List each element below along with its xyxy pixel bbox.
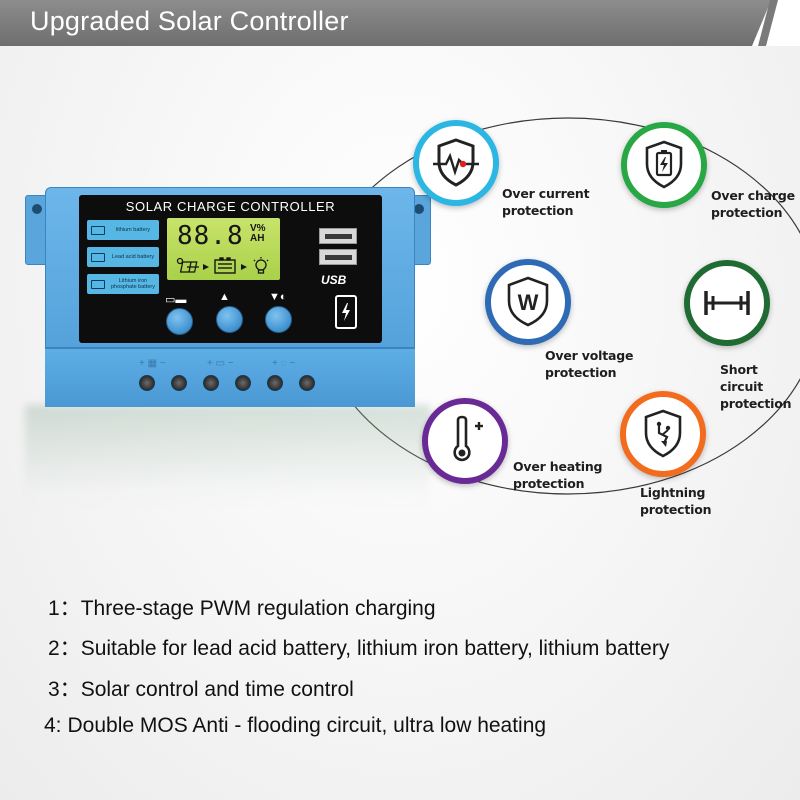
battery-type-label: Lead acid battery xyxy=(111,254,155,260)
terminal-screw xyxy=(235,375,251,391)
thermometer-plus-icon xyxy=(453,415,483,462)
menu-symbol-icon: ▭▬ xyxy=(165,294,187,306)
feature-number: 3： xyxy=(48,678,81,701)
arrow-icon xyxy=(241,264,247,270)
terminal-screw xyxy=(139,375,155,391)
battery-type-label: lithium battery xyxy=(115,227,151,233)
battery-type-label: Lithium iron phosphate battery xyxy=(110,278,156,290)
page-title: Upgraded Solar Controller xyxy=(30,6,349,36)
feature-text: Three-stage PWM regulation charging xyxy=(80,597,436,620)
feature-item: 3：Solar control and time control xyxy=(48,673,354,703)
over-heating-label: Over heating protection xyxy=(513,459,603,491)
feature-text: Double MOS Anti - flooding circuit, ultr… xyxy=(67,714,547,737)
feature-number: 1： xyxy=(48,597,81,620)
lightning-badge xyxy=(620,391,706,477)
battery-type-lithium: lithium battery xyxy=(87,220,159,240)
solar-controller-image: SOLAR CHARGE CONTROLLER lithium battery … xyxy=(25,187,431,515)
feature-item: 1：Three-stage PWM regulation charging xyxy=(48,592,436,622)
title-banner: Upgraded Solar Controller xyxy=(0,0,800,46)
bulb-icon xyxy=(253,257,269,274)
w-shield-icon: W xyxy=(507,276,549,327)
lcd-unit-bottom: AH xyxy=(250,233,265,244)
over-voltage-badge: W xyxy=(485,259,571,345)
battery-icon xyxy=(91,279,105,289)
over-charge-badge xyxy=(621,122,707,208)
battery-icon xyxy=(91,252,105,262)
arrow-icon xyxy=(203,264,209,270)
feature-number: 2： xyxy=(48,637,81,660)
feature-item: 4:Double MOS Anti - flooding circuit, ul… xyxy=(44,714,546,738)
battery-shield-icon xyxy=(645,140,683,189)
terminal-block xyxy=(45,347,415,407)
solar-terminal-mark: + ▦ − xyxy=(139,358,166,369)
menu-button[interactable] xyxy=(166,308,193,335)
svg-text:W: W xyxy=(518,290,539,315)
over-charge-label: Over charge protection xyxy=(711,188,795,220)
load-terminal-mark: + ◌ − xyxy=(272,358,296,369)
down-button[interactable] xyxy=(265,306,292,333)
phone-charging-icon xyxy=(335,295,357,329)
feature-text: Solar control and time control xyxy=(80,678,354,701)
lcd-unit-top: V% xyxy=(250,223,266,234)
usb-port-bottom xyxy=(319,249,357,265)
up-button[interactable] xyxy=(216,306,243,333)
feature-item: 2：Suitable for lead acid battery, lithiu… xyxy=(48,632,669,662)
terminal-screw xyxy=(267,375,283,391)
battery-icon xyxy=(91,225,105,235)
battery-icon xyxy=(214,257,236,274)
faceplate-title: SOLAR CHARGE CONTROLLER xyxy=(125,199,336,214)
pulse-shield-icon xyxy=(433,138,479,187)
solar-panel-icon xyxy=(176,257,199,273)
terminal-screw xyxy=(171,375,187,391)
short-circuit-label: Short circuit protection xyxy=(720,362,792,411)
short-circuit-badge xyxy=(684,260,770,346)
lcd-display: 88.8 V% AH xyxy=(167,218,280,280)
terminal-screw xyxy=(203,375,219,391)
terminal-screw xyxy=(299,375,315,391)
over-heating-badge xyxy=(422,398,508,484)
battery-terminal-mark: + ▭ − xyxy=(207,358,234,369)
up-symbol-icon: ▲ xyxy=(219,291,230,303)
feature-number: 4: xyxy=(44,714,62,737)
lcd-reading: 88.8 xyxy=(177,221,244,251)
lcd-flow-icons xyxy=(176,257,269,274)
lcd-unit: V% AH xyxy=(250,224,266,244)
over-current-label: Over current protection xyxy=(502,186,590,218)
down-symbol-icon: ▼◐ xyxy=(269,291,287,303)
battery-type-lifepo4: Lithium iron phosphate battery xyxy=(87,274,159,294)
usb-port-top xyxy=(319,228,357,244)
over-voltage-label: Over voltage protection xyxy=(545,348,634,380)
over-current-badge xyxy=(413,120,499,206)
lightning-shield-icon xyxy=(644,409,682,458)
short-circuit-icon xyxy=(704,291,750,315)
lightning-label: Lightning protection xyxy=(640,485,712,517)
battery-type-lead-acid: Lead acid battery xyxy=(87,247,159,267)
usb-label: USB xyxy=(321,273,347,287)
controller-reflection xyxy=(25,405,430,515)
feature-text: Suitable for lead acid battery, lithium … xyxy=(80,637,670,660)
